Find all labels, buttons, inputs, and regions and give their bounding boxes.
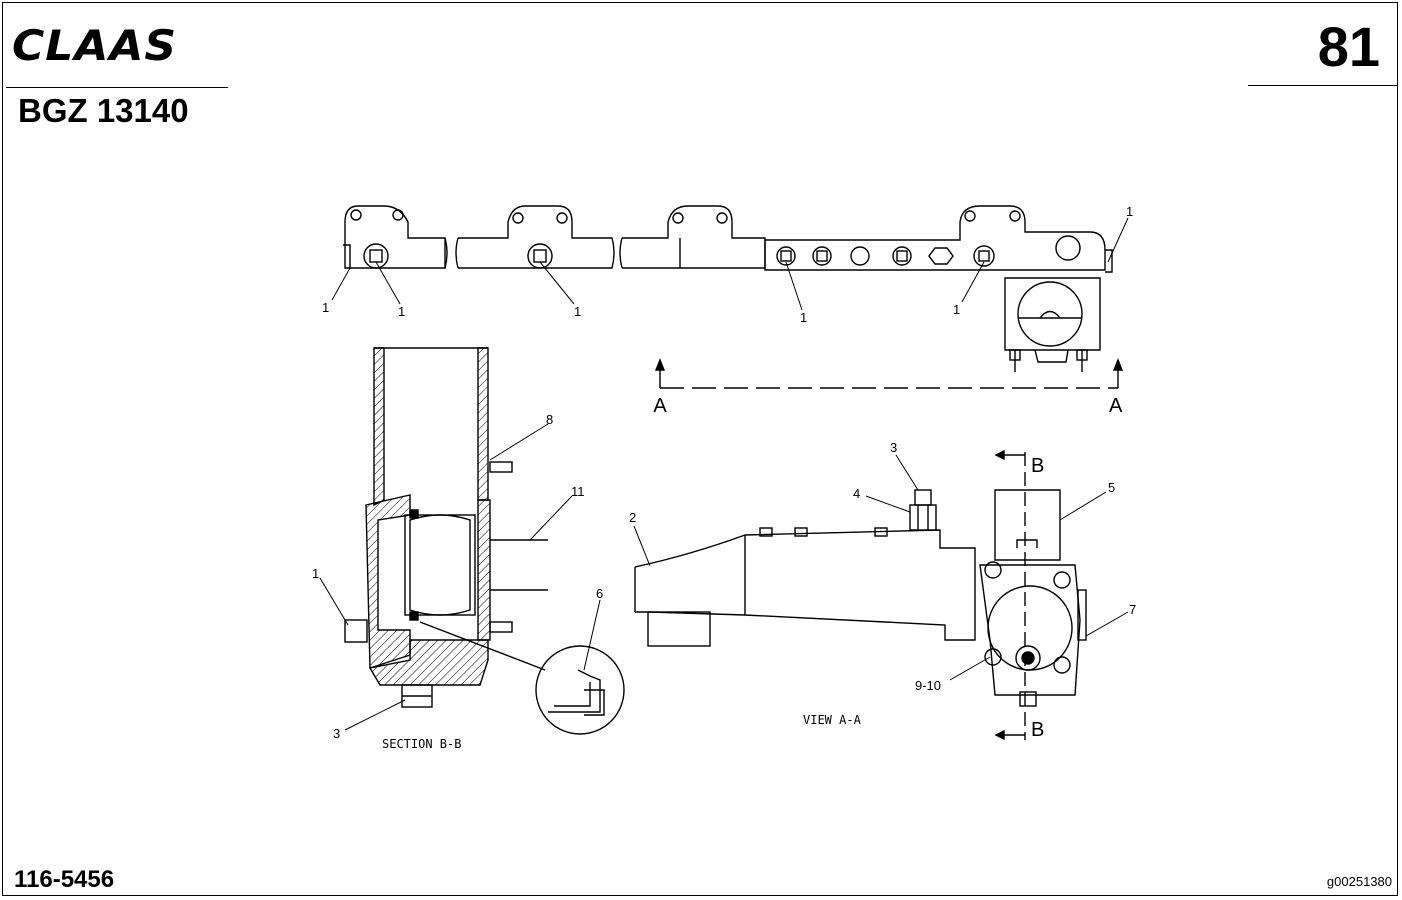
header-rule-left xyxy=(6,87,228,88)
section-marker-a-left: A xyxy=(653,395,667,417)
brand-logo: CLAAS xyxy=(12,22,178,71)
section-bb xyxy=(344,347,625,735)
caption-view-aa: VIEW A-A xyxy=(803,713,862,727)
callout-6: 6 xyxy=(596,586,603,601)
drawing-number: g00251380 xyxy=(1326,874,1392,889)
callout-1a: 1 xyxy=(322,300,329,315)
section-marker-b-top: B xyxy=(1031,455,1044,477)
callout-7: 7 xyxy=(1129,602,1136,617)
callout-3a: 3 xyxy=(333,726,340,741)
callout-1d: 1 xyxy=(800,310,807,325)
callout-1c: 1 xyxy=(574,304,581,319)
callout-1g: 1 xyxy=(312,566,319,581)
manifold-top-view xyxy=(343,205,1113,372)
section-marker-a-right: A xyxy=(1109,395,1123,417)
callout-4: 4 xyxy=(853,486,860,501)
callout-8: 8 xyxy=(546,412,553,427)
leader-lines xyxy=(319,217,1129,731)
document-code: BGZ 13140 xyxy=(18,92,189,129)
section-marker-b-bottom: B xyxy=(1031,719,1044,741)
part-number: 116-5456 xyxy=(14,866,115,893)
callout-11: 11 xyxy=(571,484,585,499)
callout-5: 5 xyxy=(1108,480,1115,495)
callout-2: 2 xyxy=(629,510,636,525)
diagram-labels: 1 1 1 1 1 1 8 11 1 3 6 2 3 4 5 7 9-10 A … xyxy=(312,204,1136,751)
page-number: 81 xyxy=(1317,15,1380,78)
callout-1e: 1 xyxy=(953,302,960,317)
header-rule-right xyxy=(1248,85,1398,86)
callout-1b: 1 xyxy=(398,304,405,319)
section-line-a xyxy=(654,358,1124,389)
caption-section-bb: SECTION B-B xyxy=(382,737,461,751)
callout-9-10: 9-10 xyxy=(915,678,941,693)
callout-3b: 3 xyxy=(890,440,897,455)
view-aa xyxy=(634,449,1087,741)
callout-1f: 1 xyxy=(1126,204,1133,219)
